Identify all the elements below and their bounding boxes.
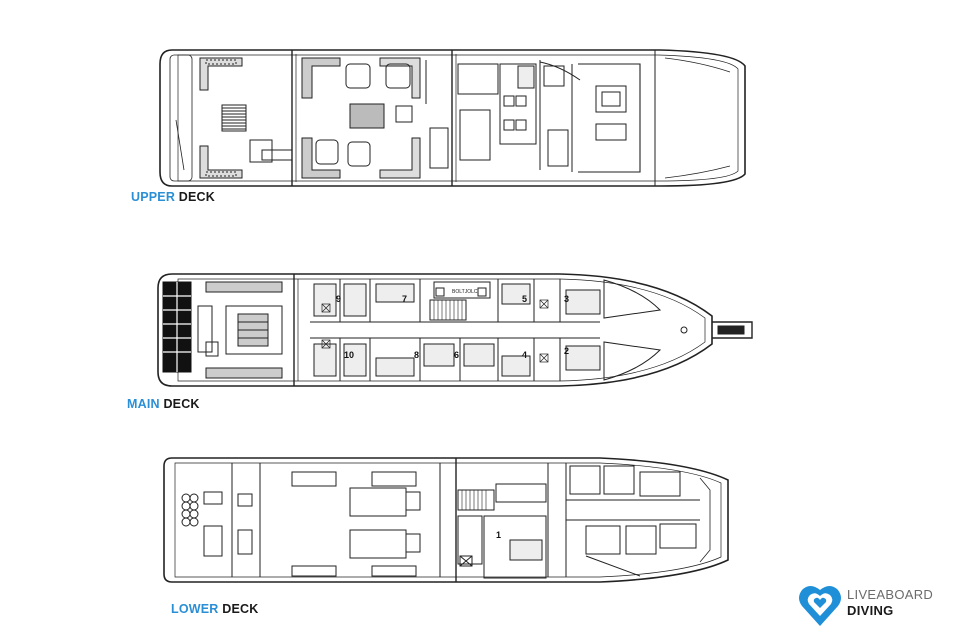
upper-deck-label: UPPER DECK <box>131 190 215 204</box>
cabin-number: 4 <box>522 350 527 360</box>
brand-name-line1: LIVEABOARD <box>847 587 934 602</box>
cabin-number: 7 <box>402 294 407 304</box>
lower-deck-label: LOWER DECK <box>171 602 258 616</box>
deck-label-word: DECK <box>222 602 259 616</box>
main-deck-cabin-numbers: 9 7 5 3 10 8 6 4 2 BOLTJOLC <box>336 289 569 360</box>
cabin-number: 5 <box>522 294 527 304</box>
deck-label-accent: UPPER <box>131 190 176 204</box>
brand-logo: LIVEABOARD DIVING <box>797 580 947 628</box>
upper-deck-plan <box>159 49 746 187</box>
cabin-number: 8 <box>414 350 419 360</box>
main-deck-label: MAIN DECK <box>127 397 200 411</box>
cabin-number: 10 <box>344 350 354 360</box>
cabin-number: 3 <box>564 294 569 304</box>
cabin-number: 6 <box>454 350 459 360</box>
cabin-number: 2 <box>564 346 569 356</box>
deck-label-word: DECK <box>178 190 215 204</box>
main-deck-plan <box>157 273 753 387</box>
brand-name-line2: DIVING <box>847 603 894 618</box>
deck-label-word: DECK <box>163 397 200 411</box>
lower-deck-plan <box>163 457 729 583</box>
deck-label-accent: MAIN <box>127 397 160 411</box>
heart-pin-icon <box>799 586 841 626</box>
cabin-number: 9 <box>336 294 341 304</box>
main-deck-room-label: BOLTJOLC <box>452 289 478 295</box>
cabin-number: 1 <box>496 530 501 540</box>
lower-deck-cabin-numbers: 1 <box>496 530 501 540</box>
deck-label-accent: LOWER <box>171 602 219 616</box>
